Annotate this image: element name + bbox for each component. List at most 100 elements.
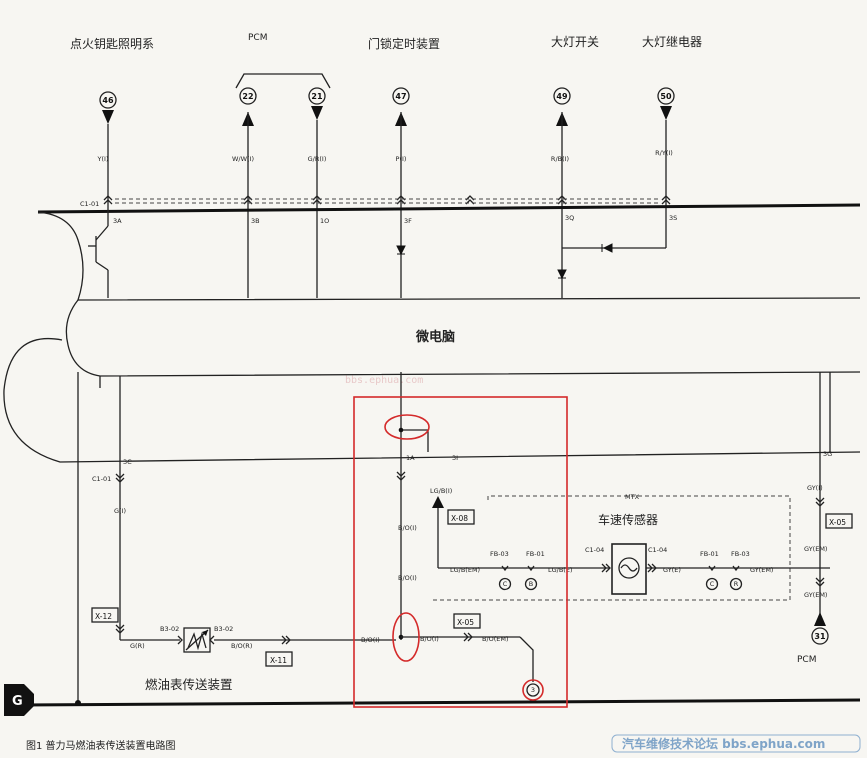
watermark-text: 汽车维修技术论坛 bbs.ephua.com (622, 736, 825, 751)
box-x05-mid (453, 613, 481, 629)
pin-47: 47 P(I) (392, 87, 410, 298)
arrow-down-icon (311, 106, 323, 120)
connector-c1-01-left: C1-01 (92, 475, 111, 483)
pin-number: 47 (395, 92, 406, 101)
junction-dot (75, 700, 81, 706)
circled-c (498, 577, 512, 591)
module-edge-lower (65, 299, 861, 377)
pin-49: 49 R/B(I) (551, 87, 571, 298)
arrow-up-icon (814, 612, 826, 626)
connector-fb03-left: FB-03 (490, 550, 509, 558)
connector-mark (177, 635, 183, 645)
connector-b3-02-left: B3-02 (160, 625, 179, 633)
pin-circle (239, 87, 257, 105)
wire-lg-b-e: LG/B(E) (548, 566, 573, 574)
wire-label: W/W(I) (232, 155, 254, 163)
label-fuel-sender: 燃油表传送装置 (145, 677, 233, 692)
wire-b-o-i-top: B/O(I) (398, 574, 417, 582)
wire-label: R/Y(I) (655, 149, 673, 157)
highlight-box (353, 396, 568, 708)
connector-c1-04-right: C1-04 (648, 546, 667, 554)
chevron-icon (527, 565, 535, 572)
terminal-3c: 3C (123, 458, 132, 466)
wire-label: Y(I) (97, 155, 109, 163)
terminal-3a: 3A (113, 217, 122, 225)
pin-number: 22 (242, 92, 253, 101)
highlight-junction-top (384, 414, 430, 440)
ground-g-label: G (12, 694, 23, 709)
chevron-icon (708, 565, 716, 572)
bus-top-line (37, 203, 861, 214)
chevron-icon (815, 577, 825, 587)
transistor-icon (88, 205, 109, 298)
connector-fb03-right: FB-03 (731, 550, 750, 558)
label-pcm-bottom: PCM (797, 655, 816, 665)
wire-label: R/B(I) (551, 155, 569, 163)
diode-icon (601, 243, 613, 253)
chevron-icon (463, 632, 473, 642)
pin-number: 50 (660, 92, 672, 101)
wire-b-o-em-label: B/O(EM) (482, 635, 509, 643)
highlight-ground-3 (522, 679, 544, 701)
chevron-icon (115, 473, 125, 483)
wire-label: G/R(I) (308, 155, 327, 163)
wire-gy-e: GY(E) (663, 566, 681, 574)
chevron-icon (732, 565, 740, 572)
wire (95, 261, 109, 271)
box-x11 (265, 651, 293, 667)
circled-r (729, 577, 743, 591)
ground-pin-3-label: 3 (531, 686, 535, 694)
chevron-icon (396, 471, 406, 481)
wire-b-o-r-label: B/O(R) (231, 642, 252, 650)
terminal-3f: 3F (404, 217, 412, 225)
sensor-coil (618, 557, 640, 579)
ground-badge (4, 684, 34, 716)
pin-circle (99, 91, 117, 109)
ground-pin-3 (526, 683, 540, 697)
speed-sensor-label: 车速传感器 (598, 512, 658, 527)
pin-circle (553, 87, 571, 105)
circled-b (524, 577, 538, 591)
arrow-down-icon (102, 110, 114, 124)
watermark-frame (611, 734, 861, 753)
pin-number: 21 (311, 92, 323, 101)
sensor-box (611, 543, 647, 595)
terminal-3q: 3Q (565, 214, 574, 222)
wire-lg-b-em-label: LG/B(EM) (450, 566, 480, 574)
wire-gy-em-right2: GY(EM) (804, 591, 827, 599)
connector-c1-04-left: C1-04 (585, 546, 604, 554)
wire-gy-i-right: GY(I) (807, 484, 823, 492)
label-ignition-light: 点火钥匙照明系 (70, 37, 154, 51)
pin-31 (811, 627, 829, 645)
label-headlight-switch: 大灯开关 (551, 35, 599, 49)
connector-mark (209, 635, 215, 645)
arrow-down-icon (660, 106, 672, 120)
pin-22: 22 W/W(I) (232, 87, 257, 298)
pin-circle (657, 87, 675, 105)
wire-to-3 (519, 636, 534, 682)
wire (95, 225, 109, 241)
label-pcm-top: PCM (248, 33, 267, 43)
connector-fb01-left: FB-01 (526, 550, 545, 558)
ghost-text: bbs.ephua.com (345, 375, 423, 386)
chevron-icon (115, 624, 125, 634)
wire-b-o-i-join: B/O(I) (361, 636, 380, 644)
mtx-label: MTX (625, 493, 640, 501)
pin-circle (392, 87, 410, 105)
label-door-lock: 门锁定时装置 (368, 36, 440, 51)
chevron-icon (501, 565, 509, 572)
terminal-1a: 1A (406, 454, 415, 462)
wire-b-o-i-low: B/O(I) (420, 635, 439, 643)
highlight-junction-bottom (392, 612, 420, 662)
connector-c1-01-top: C1-01 (80, 200, 99, 208)
wire-lg-b-i: LG/B(I) (430, 487, 452, 495)
wire-gy-em-right1: GY(EM) (804, 545, 827, 553)
pin-number: 46 (102, 96, 114, 105)
sine-wave (620, 564, 638, 572)
box-x11-label: X-11 (270, 656, 287, 665)
chevron-icon (281, 635, 291, 645)
chevron-icon (661, 195, 671, 205)
junction-dot (398, 427, 404, 433)
